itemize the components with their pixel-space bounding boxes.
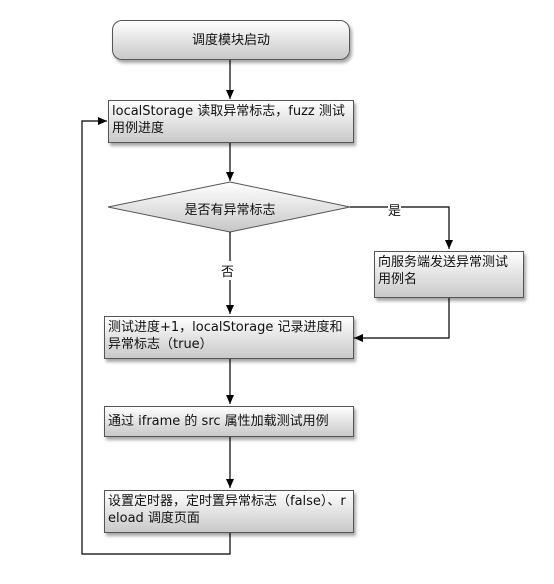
start-node-label: 调度模块启动 — [191, 32, 270, 48]
no-edge-label: 否 — [221, 261, 235, 280]
read-progress-node: localStorage 读取异常标志，fuzz 测试用例进度 — [108, 100, 354, 143]
send-exception-label: 向服务端发送异常测试用例名 — [378, 255, 509, 287]
record-progress-label: 测试进度+1，localStorage 记录进度和异常标志（true） — [108, 320, 343, 352]
edge-loop-back — [81, 117, 231, 555]
load-testcase-label: 通过 iframe 的 src 属性加载测试用例 — [108, 414, 329, 429]
edge-send-record — [354, 298, 450, 342]
read-progress-label: localStorage 读取异常标志，fuzz 测试用例进度 — [112, 104, 345, 136]
edge-decision-yes — [350, 206, 453, 249]
load-testcase-node: 通过 iframe 的 src 属性加载测试用例 — [104, 406, 354, 437]
timer-node: 设置定时器，定时置异常标志（false）、reload 调度页面 — [104, 490, 354, 533]
decision-label: 是否有异常标志 — [184, 203, 276, 218]
record-progress-node: 测试进度+1，localStorage 记录进度和异常标志（true） — [104, 316, 354, 359]
start-node: 调度模块启动 — [112, 20, 350, 60]
yes-edge-label: 是 — [388, 200, 402, 219]
send-exception-node: 向服务端发送异常测试用例名 — [374, 251, 524, 298]
timer-label: 设置定时器，定时置异常标志（false）、reload 调度页面 — [108, 494, 346, 526]
